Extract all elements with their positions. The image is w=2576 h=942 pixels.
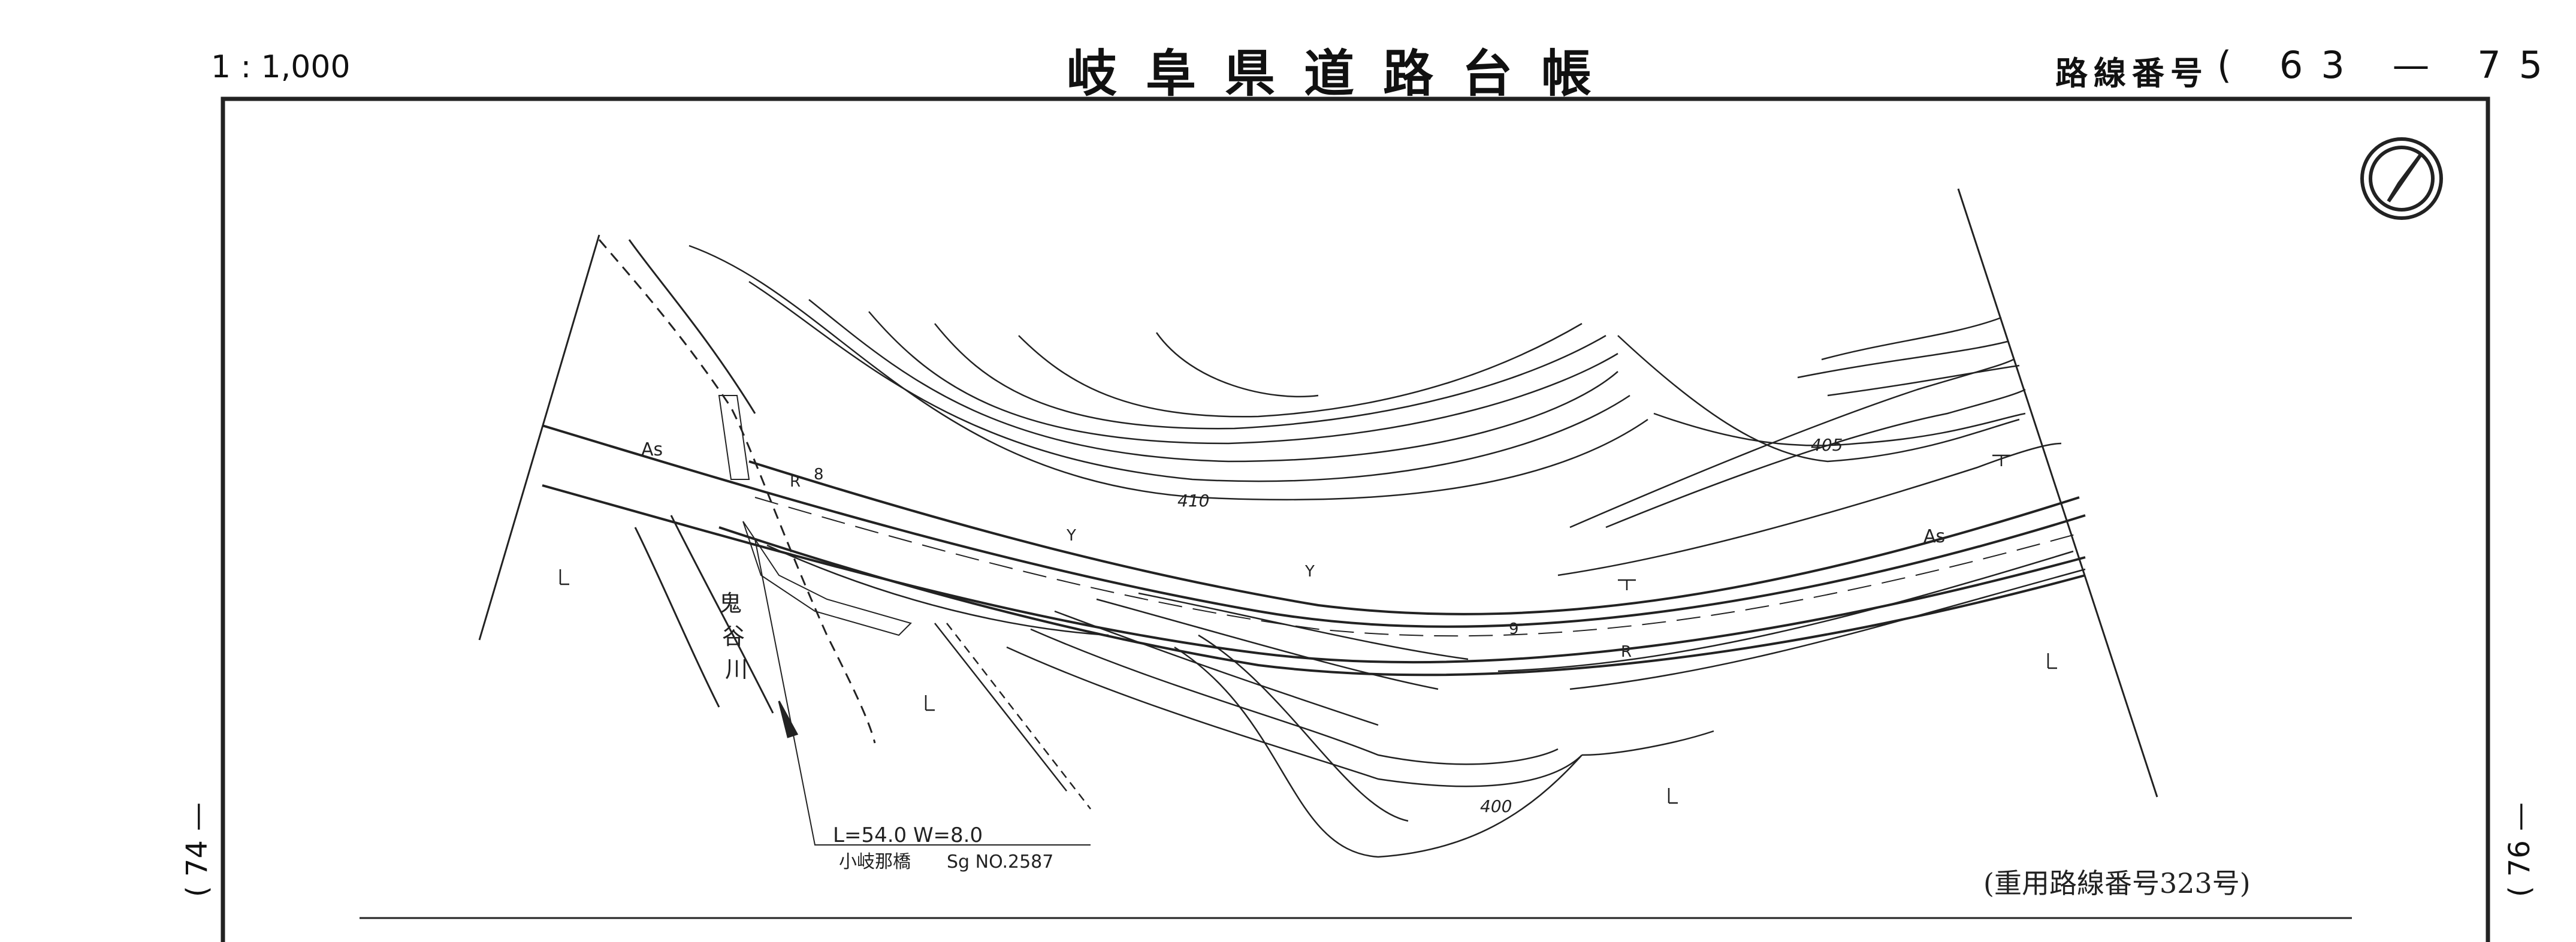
river-name-3: 川	[725, 656, 748, 683]
river	[598, 239, 876, 744]
north-arrow-icon	[2360, 137, 2443, 220]
river-name-1: 鬼	[719, 590, 742, 617]
road	[542, 424, 2086, 677]
surface-label: As	[641, 439, 663, 460]
map-scale: 1 : 1,000	[211, 49, 351, 85]
contour-lines-lower	[1006, 592, 1714, 858]
bridge-leader	[754, 539, 1091, 846]
edge-mark-y: Y	[1066, 527, 1076, 545]
bridge-dimensions: L=54.0 W=8.0	[833, 823, 983, 847]
culvert-symbol	[1618, 454, 2010, 590]
edge-mark-r: R	[790, 473, 801, 491]
bridge-hatching	[718, 395, 912, 636]
bridge-code: Sg NO.2587	[947, 852, 1053, 872]
wasteland-symbol	[559, 569, 2057, 804]
overlap-route-note: (重用路線番号323号)	[1983, 867, 2251, 899]
edge-mark-y-2: Y	[1304, 563, 1315, 581]
route-number-label: 路線番号	[2055, 54, 2209, 92]
river-name-2: 谷	[722, 623, 745, 650]
contour-label-400: 400	[1480, 796, 1512, 816]
sheet-boundary-left	[478, 234, 600, 641]
width-mark-8: 8	[814, 466, 824, 484]
contour-label-405: 405	[1811, 435, 1843, 455]
surface-label-right: As	[1923, 526, 1945, 547]
contour-lines-upper	[688, 244, 2062, 576]
road-embankment	[766, 544, 2086, 810]
sheet-boundary-right	[1957, 188, 2158, 798]
width-mark-9: 9	[1509, 620, 1519, 638]
page-title: 岐阜県道路台帳	[1067, 44, 1621, 103]
route-number: ( 63 — 75 )	[2217, 43, 2576, 87]
edge-mark-r-2: R	[1621, 643, 1632, 661]
map-frame	[221, 96, 2490, 942]
bridge-name: 小岐那橋	[839, 852, 911, 872]
contour-label-410: 410	[1177, 491, 1209, 511]
